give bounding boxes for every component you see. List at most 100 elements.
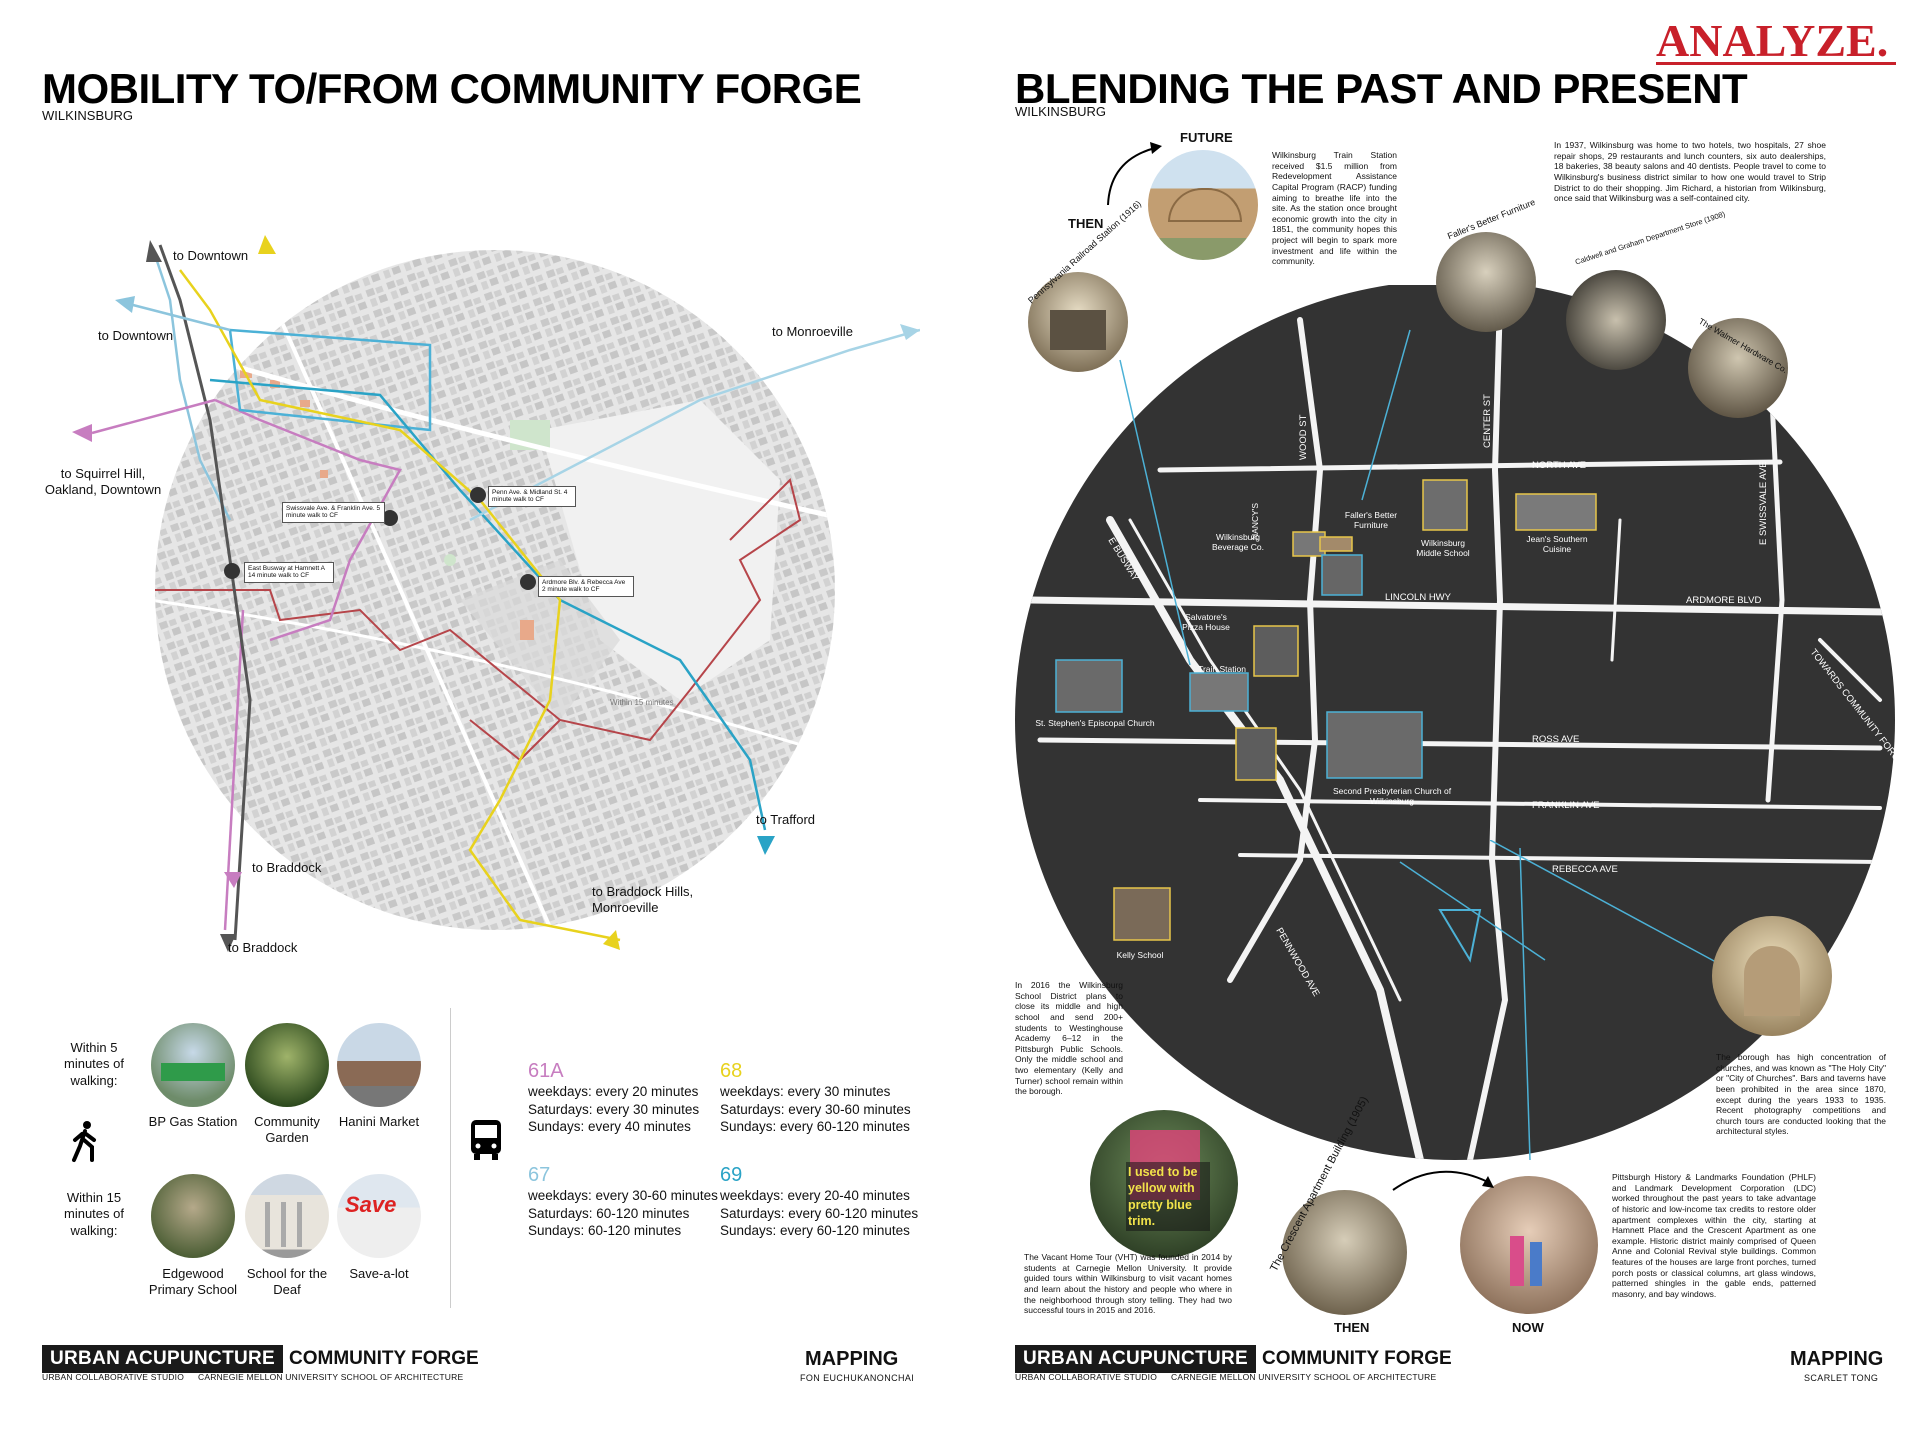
place-salvatore: Salvatore's Pizza House bbox=[1182, 612, 1230, 632]
stop-penn: Penn Ave. & Midland St. 4 minute walk to… bbox=[488, 486, 576, 507]
place-label: Edgewood Primary School bbox=[148, 1266, 238, 1298]
place-faller: Faller's Better Furniture bbox=[1344, 510, 1398, 530]
faller-photo bbox=[1436, 232, 1536, 332]
footer-title: COMMUNITY FORGE bbox=[289, 1348, 479, 1369]
street-swissvale: E SWISSVALE AVE bbox=[1758, 461, 1769, 545]
right-footer: URBAN ACUPUNCTURE COMMUNITY FORGE bbox=[1015, 1345, 1452, 1373]
place-label: Hanini Market bbox=[338, 1114, 420, 1129]
place-middle-school: Wilkinsburg Middle School bbox=[1416, 538, 1470, 558]
footer-studio: URBAN COLLABORATIVE STUDIO bbox=[1015, 1372, 1158, 1382]
route-id: 67 bbox=[528, 1164, 551, 1186]
leader-presby bbox=[1490, 840, 1741, 976]
route-id: 69 bbox=[720, 1164, 743, 1186]
place-kelly-school: Kelly School bbox=[1116, 950, 1164, 960]
divider bbox=[450, 1008, 451, 1308]
vht-text: The Vacant Home Tour (VHT) was founded i… bbox=[1024, 1252, 1232, 1316]
stop-swissvale: Swissvale Ave. & Franklin Ave. 5 minute … bbox=[282, 502, 385, 523]
history-text: In 1937, Wilkinsburg was home to two hot… bbox=[1554, 140, 1826, 204]
place-jeans: Jean's Southern Cuisine bbox=[1526, 534, 1588, 554]
place-label: Community Garden bbox=[254, 1114, 320, 1146]
within-15-label: Within 15 minutes of walking: bbox=[64, 1190, 124, 1238]
community-garden-photo bbox=[245, 1023, 329, 1107]
route-line: weekdays: every 30 minutes bbox=[720, 1084, 891, 1099]
street-ross: ROSS AVE bbox=[1532, 734, 1579, 745]
route-line: weekdays: every 30-60 minutes bbox=[528, 1188, 718, 1203]
place-presbyterian: Second Presbyterian Church of Wilkinsbur… bbox=[1332, 786, 1452, 806]
footer-school: CARNEGIE MELLON UNIVERSITY SCHOOL OF ARC… bbox=[198, 1372, 464, 1382]
footer-title: COMMUNITY FORGE bbox=[1262, 1348, 1452, 1369]
hanini-market-photo bbox=[337, 1023, 421, 1107]
place-label: Save-a-lot bbox=[349, 1266, 409, 1281]
stop-busway: East Busway at Hamnett A 14 minute walk … bbox=[244, 562, 334, 583]
phlf-text: Pittsburgh History & Landmarks Foundatio… bbox=[1612, 1172, 1816, 1299]
crescent-then-photo bbox=[1282, 1190, 1407, 1315]
street-grid bbox=[1026, 297, 1894, 1160]
left-footer: URBAN ACUPUNCTURE COMMUNITY FORGE bbox=[42, 1345, 479, 1373]
place-train-station: Train Station bbox=[1198, 664, 1246, 674]
church-postcard-photo bbox=[1712, 916, 1832, 1036]
vht-sign-text: I used to be yellow with pretty blue tri… bbox=[1126, 1162, 1210, 1231]
right-subtitle: WILKINSBURG bbox=[1015, 104, 1107, 119]
route-line: weekdays: every 20-40 minutes bbox=[720, 1188, 910, 1203]
street-franklin: FRANKLIN AVE bbox=[1532, 800, 1599, 811]
church-text: The borough has high concentration of ch… bbox=[1716, 1052, 1886, 1137]
footer-school: CARNEGIE MELLON UNIVERSITY SCHOOL OF ARC… bbox=[1171, 1372, 1437, 1382]
route-68: 68 weekdays: every 30 minutes Saturdays:… bbox=[720, 1060, 911, 1136]
label-to-trafford: to Trafford bbox=[756, 812, 816, 827]
caldwell-photo bbox=[1566, 270, 1666, 370]
vacant-home-photo: I used to be yellow with pretty blue tri… bbox=[1090, 1110, 1238, 1258]
street-wood: WOOD ST bbox=[1298, 414, 1309, 460]
route-id: 61A bbox=[528, 1060, 564, 1082]
right-title: BLENDING THE PAST AND PRESENT bbox=[1015, 65, 1748, 112]
place-label: BP Gas Station bbox=[148, 1114, 238, 1129]
caption-caldwell: Caldwell and Graham Department Store (19… bbox=[1574, 209, 1727, 267]
route-line: Saturdays: every 60-120 minutes bbox=[720, 1205, 919, 1221]
footer-studio: URBAN COLLABORATIVE STUDIO bbox=[42, 1372, 185, 1382]
within-5-label: Within 5 minutes of walking: bbox=[64, 1040, 124, 1088]
edgewood-school-photo bbox=[151, 1174, 235, 1258]
brand-underline bbox=[1656, 62, 1896, 65]
label-to-braddock-2: to Braddock bbox=[228, 940, 298, 955]
map-base bbox=[155, 250, 835, 930]
nancys-label: NANCY'S bbox=[1250, 503, 1260, 540]
label-to-downtown-2: to Downtown bbox=[98, 328, 174, 343]
left-title: MOBILITY TO/FROM COMMUNITY FORGE bbox=[42, 65, 862, 112]
station-text: Wilkinsburg Train Station received $1.5 … bbox=[1272, 150, 1397, 267]
route-line: weekdays: every 20 minutes bbox=[528, 1084, 699, 1099]
route-67: 67 weekdays: every 30-60 minutes Saturda… bbox=[528, 1164, 718, 1240]
route-line: Saturdays: 60-120 minutes bbox=[528, 1205, 690, 1221]
bus-icon bbox=[471, 1120, 501, 1160]
place-st-stephens: St. Stephen's Episcopal Church bbox=[1035, 718, 1155, 728]
label-then-2: THEN bbox=[1334, 1320, 1370, 1335]
street-ardmore: ARDMORE BLVD bbox=[1686, 595, 1761, 606]
walmer-photo bbox=[1688, 318, 1788, 418]
school-for-deaf-photo bbox=[245, 1174, 329, 1258]
save-a-lot-photo: Save bbox=[337, 1174, 421, 1258]
walking-person-icon bbox=[72, 1121, 96, 1162]
route-line: Saturdays: every 30-60 minutes bbox=[720, 1101, 911, 1117]
place-beverage: Wilkinsburg Beverage Co. bbox=[1212, 532, 1264, 552]
footer-badge: URBAN ACUPUNCTURE bbox=[42, 1345, 284, 1373]
label-to-braddock-1: to Braddock bbox=[252, 860, 322, 875]
footer-author: SCARLET TONG bbox=[1804, 1373, 1879, 1383]
place-label: School for the Deaf bbox=[246, 1266, 328, 1298]
route-line: Sundays: 60-120 minutes bbox=[528, 1223, 682, 1239]
route-line: Sundays: every 40 minutes bbox=[528, 1119, 691, 1135]
crescent-now-photo bbox=[1460, 1176, 1598, 1314]
label-future: FUTURE bbox=[1180, 130, 1233, 145]
label-to-monroeville: to Monroeville bbox=[772, 324, 853, 339]
stop-ardmore: Ardmore Blv. & Rebecca Ave 2 minute walk… bbox=[538, 576, 634, 597]
street-center: CENTER ST bbox=[1482, 394, 1493, 448]
history-map: NORTH AVE LINCOLN HWY ARDMORE BLVD ROSS … bbox=[1015, 285, 1895, 1160]
bus-stop-markers bbox=[224, 487, 536, 590]
left-subtitle: WILKINSBURG bbox=[42, 108, 134, 123]
bp-gas-station-photo bbox=[151, 1023, 235, 1107]
label-to-squirrel-hill: to Squirrel Hill, Oakland, Downtown bbox=[44, 466, 162, 498]
route-line: Saturdays: every 30 minutes bbox=[528, 1101, 700, 1117]
leader-lines bbox=[1119, 329, 1546, 1161]
building-markers bbox=[1055, 479, 1597, 941]
map-note: Within 15 minutes bbox=[610, 698, 674, 707]
street-rebecca: REBECCA AVE bbox=[1552, 864, 1618, 875]
street-lincoln: LINCOLN HWY bbox=[1385, 592, 1452, 603]
route-61a: 61A weekdays: every 20 minutes Saturdays… bbox=[528, 1060, 699, 1136]
